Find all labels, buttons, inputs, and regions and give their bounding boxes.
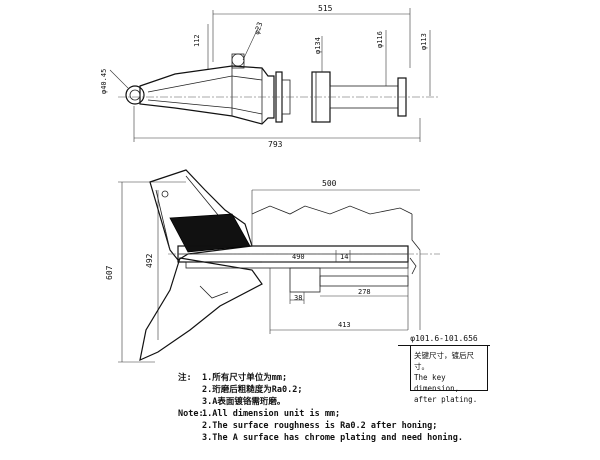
dim-phi116: φ116 [376, 31, 384, 48]
notes-block: 注: 1.所有尺寸单位为mm; 2.珩磨后粗糙度为Ra0.2; 3.A表面镀铬需珩… [178, 372, 478, 444]
note-zh-2: 2.珩磨后粗糙度为Ra0.2; [202, 385, 303, 395]
bottom-view: 607 492 500 490 14 [105, 169, 440, 363]
dim-38: 38 [294, 294, 302, 302]
dim-492: 492 [145, 253, 154, 268]
dim-490: 490 [292, 253, 305, 261]
notes-en-label: Note: [178, 409, 204, 419]
key-note-en-1: The key dimension, [414, 373, 460, 393]
dim-phi134: φ134 [314, 37, 322, 54]
dim-500: 500 [322, 179, 337, 188]
note-zh-3: 3.A表面镀铬需珩磨。 [202, 397, 286, 407]
dim-515: 515 [318, 4, 333, 13]
note-en-1: 1.All dimension unit is mm; [202, 409, 341, 419]
dim-phi113: φ113 [420, 33, 428, 50]
dim-phi40: φ40.45 [100, 69, 108, 94]
top-view: 515 112 φ23 φ134 φ116 φ113 [100, 4, 440, 149]
key-note-zh: 关键尺寸，镀后尺寸。 [414, 351, 474, 371]
dim-278: 278 [358, 288, 371, 296]
key-note-en-2: after plating. [414, 395, 478, 404]
dim-793: 793 [268, 140, 283, 149]
note-zh-1: 1.所有尺寸单位为mm; [202, 373, 288, 383]
note-en-2: 2.The surface roughness is Ra0.2 after h… [202, 421, 438, 431]
dim-413: 413 [338, 321, 351, 329]
dim-112: 112 [193, 34, 201, 47]
notes-zh-label: 注: [178, 373, 192, 383]
note-en-3: 3.The A surface has chrome plating and n… [202, 433, 463, 443]
key-dimension-note: 关键尺寸，镀后尺寸。 The key dimension, after plat… [410, 345, 488, 404]
dim-phi23: φ23 [253, 21, 265, 36]
dim-607: 607 [105, 265, 114, 280]
dim-14: 14 [340, 253, 348, 261]
